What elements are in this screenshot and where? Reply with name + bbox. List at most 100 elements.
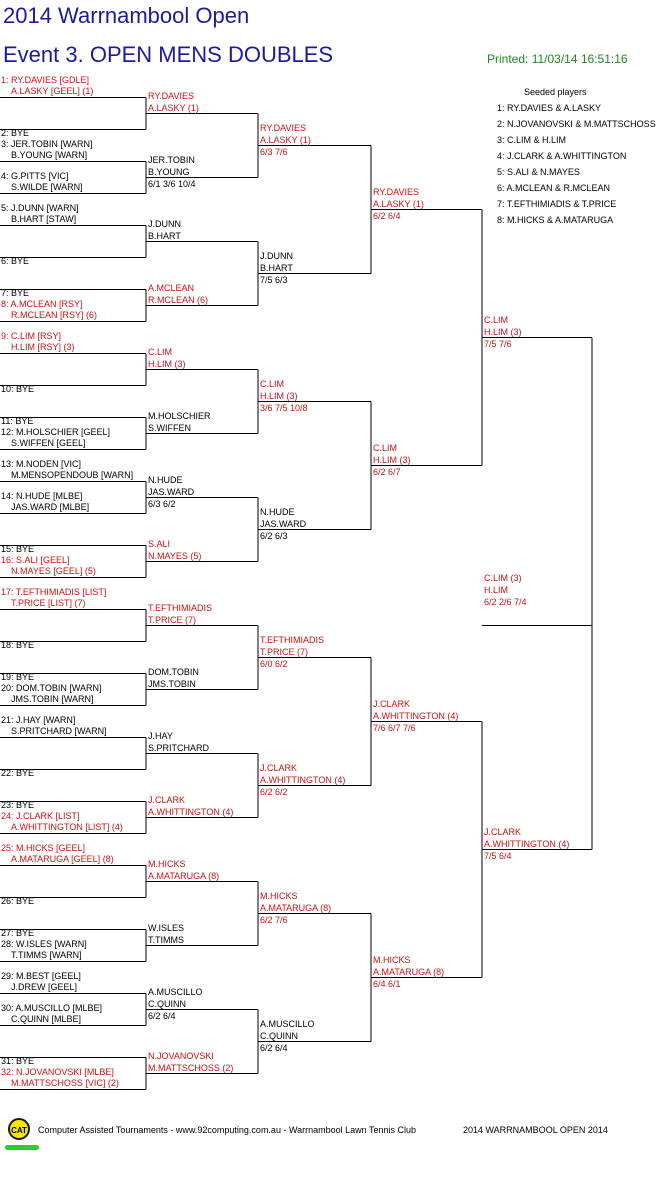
entry-player1: 14: N.HUDE [MLBE] [1,490,83,501]
winner-player1: N.HUDE [260,506,295,517]
winner-player2: A.LASKY (1) [148,102,199,113]
entry-player1: 29: M.BEST [GEEL] [1,970,81,981]
winner-player1: A.MCLEAN [148,282,195,293]
entry-player2: M.MENSOPENDOUB [WARN] [11,469,134,480]
entry-player1: 20: DOM.TOBIN [WARN] [1,682,102,693]
entry-player2: C.QUINN [MLBE] [11,1013,82,1024]
match-score: 7/5 6/4 [484,850,512,861]
seeded-entry: 2: N.JOVANOVSKI & M.MATTSCHOSS [497,119,656,129]
winner-player1: C.LIM [373,442,398,453]
seeded-entry: 5: S.ALI & N.MAYES [497,167,580,177]
winner-player1: RY.DAVIES [260,122,307,133]
winner-player2: H.LIM (3) [484,326,522,337]
entry-player1: 32: N.JOVANOVSKI [MLBE] [1,1066,114,1077]
entry-player1: 27: BYE [1,927,35,938]
winner-player2: A.MATARUGA (8) [260,902,332,913]
entry-player2: S.WIFFEN [GEEL] [11,437,86,448]
match-score: 7/5 7/6 [484,338,512,349]
entry-player1: 16: S.ALI [GEEL] [1,554,70,565]
match-score: 6/2 6/4 [148,1010,176,1021]
winner-player1: T.EFTHIMIADIS [260,634,325,645]
entry-player1: 28: W.ISLES [WARN] [1,938,87,949]
entry-player1: 18: BYE [1,639,35,650]
entry-player1: 8: A.MCLEAN [RSY] [1,298,83,309]
entry-player1: 12: M.HOLSCHIER [GEEL] [1,426,111,437]
winner-player1: N.JOVANOVSKI [148,1050,214,1061]
entry-player1: 9: C.LIM [RSY] [1,330,62,341]
match-score: 7/6 6/7 7/6 [373,722,416,733]
entry-player2: A.MATARUGA [GEEL] (8) [11,853,114,864]
entry-player1: 22: BYE [1,767,35,778]
winner-player2: C.QUINN [148,998,186,1009]
winner-player1: J.HAY [148,730,173,741]
match-score: 6/2 6/4 [260,1042,288,1053]
entry-player2: R.MCLEAN [RSY] (6) [11,309,98,320]
entry-player1: 25: M.HICKS [GEEL] [1,842,86,853]
winner-player1: W.ISLES [148,922,185,933]
printed-timestamp: Printed: 11/03/14 16:51:16 [487,52,628,66]
winner-player1: A.MUSCILLO [148,986,203,997]
match-score: 6/3 6/2 [148,498,176,509]
winner-player2: A.LASKY (1) [260,134,311,145]
winner-player2: T.PRICE (7) [260,646,309,657]
winner-player2: H.LIM (3) [373,454,411,465]
seeded-entry: 3: C.LIM & H.LIM [497,135,567,145]
winner-player1: J.DUNN [260,250,293,261]
winner-player2: S.WIFFEN [148,422,191,433]
winner-player1: J.CLARK [484,826,522,837]
winner-player1: C.LIM [148,346,173,357]
match-score: 6/2 6/7 [373,466,401,477]
winner-player2: S.PRITCHARD [148,742,210,753]
entry-player1: 2: BYE [1,127,30,138]
entry-player1: 24: J.CLARK [LIST] [1,810,80,821]
entry-player2: A.LASKY [GEEL] (1) [11,85,94,96]
winner-player2: B.HART [148,230,181,241]
winner-player2: H.LIM (3) [148,358,186,369]
winner-player2: C.QUINN [260,1030,298,1041]
entry-player2: A.WHITTINGTON [LIST] (4) [11,821,123,832]
entry-player1: 3: JER.TOBIN [WARN] [1,138,93,149]
match-score: 6/4 6/1 [373,978,401,989]
match-score: 3/6 7/5 10/8 [260,402,308,413]
seeded-entry: 1: RY.DAVIES & A.LASKY [497,103,602,113]
entry-player2: JAS.WARD [MLBE] [11,501,90,512]
winner-player2: JAS.WARD [260,518,307,529]
entry-player2: H.LIM [RSY] (3) [11,341,75,352]
winner-player2: B.HART [260,262,293,273]
winner-player2: A.WHITTINGTON (4) [484,838,570,849]
entry-player1: 15: BYE [1,543,35,554]
footer-credit: Computer Assisted Tournaments - www.92co… [38,1125,417,1135]
match-score: 6/2 6/3 [260,530,288,541]
match-score: 6/2 7/6 [260,914,288,925]
winner-player1: J.CLARK [148,794,186,805]
winner-player1: T.EFTHIMIADIS [148,602,213,613]
entry-player1: 10: BYE [1,383,35,394]
winner-player2: N.MAYES (5) [148,550,202,561]
match-score: 6/2 6/2 [260,786,288,797]
winner-player2: T.PRICE (7) [148,614,197,625]
winner-player2: R.MCLEAN (6) [148,294,209,305]
entry-player1: 13: M.NODEN [VIC] [1,458,82,469]
champion-player1: C.LIM (3) [484,572,522,583]
seeded-heading: Seeded players [524,87,587,97]
seeded-entry: 8: M.HICKS & A.MATARUGA [497,215,614,225]
winner-player2: A.LASKY (1) [373,198,424,209]
entry-player2: J.DREW [GEEL] [11,981,78,992]
cat-logo: CAT [8,1118,30,1140]
winner-player2: A.MATARUGA (8) [148,870,220,881]
match-score: 6/3 7/6 [260,146,288,157]
entry-player2: T.TIMMS [WARN] [11,949,82,960]
seeded-entry: 7: T.EFTHIMIADIS & T.PRICE [497,199,617,209]
seeded-entry: 6: A.MCLEAN & R.MCLEAN [497,183,611,193]
match-score: 6/0 6/2 [260,658,288,669]
entry-player1: 23: BYE [1,799,35,810]
entry-player1: 5: J.DUNN [WARN] [1,202,79,213]
winner-player2: JAS.WARD [148,486,195,497]
entry-player1: 26: BYE [1,895,35,906]
seeded-entry: 4: J.CLARK & A.WHITTINGTON [497,151,627,161]
winner-player1: J.CLARK [260,762,298,773]
entry-player1: 21: J.HAY [WARN] [1,714,76,725]
winner-player1: M.HOLSCHIER [148,410,211,421]
match-score: 6/1 3/6 10/4 [148,178,196,189]
